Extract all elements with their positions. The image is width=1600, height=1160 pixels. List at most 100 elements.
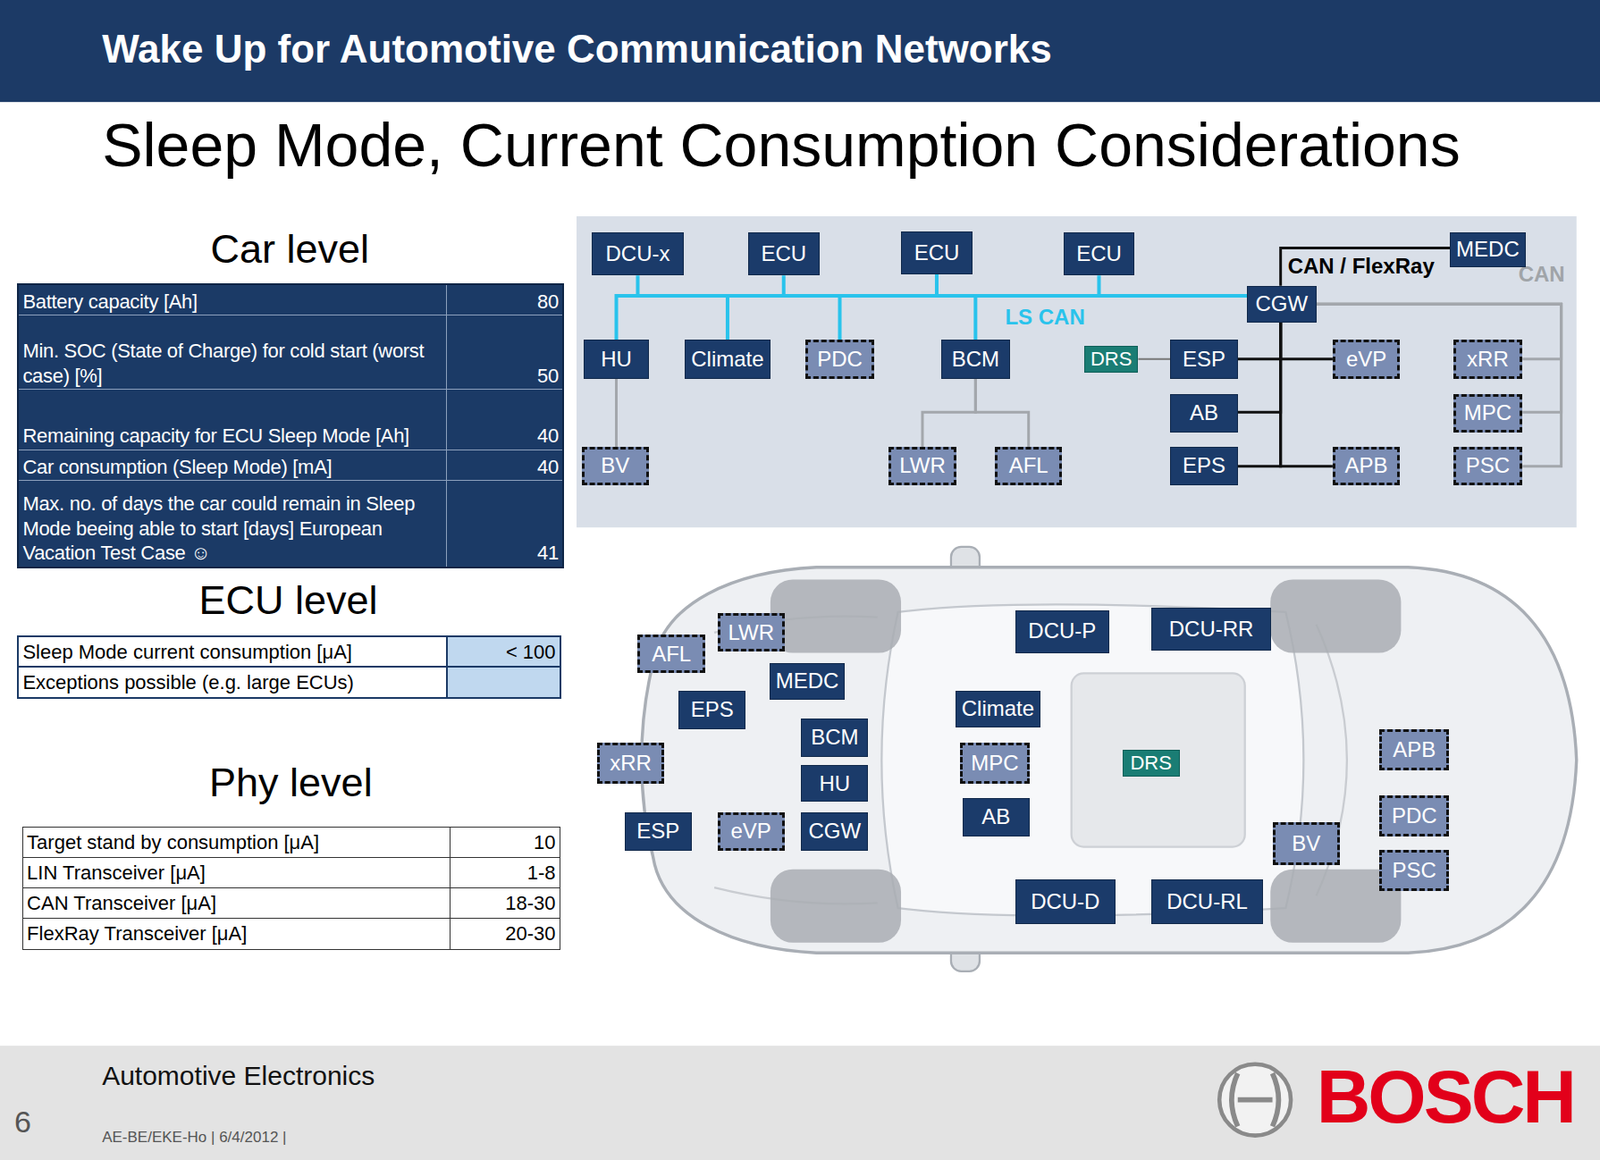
table-text: 1-8 xyxy=(527,861,556,885)
ecu-box: MEDC xyxy=(769,663,846,700)
ecu-box: xRR xyxy=(597,742,665,784)
ecu-name: MPC xyxy=(970,751,1019,775)
ecu-name: eVP xyxy=(1346,347,1387,371)
sunroof xyxy=(1071,673,1246,847)
ecu-box: LWR xyxy=(717,613,785,652)
table-cell xyxy=(446,666,561,698)
bus-label: CAN / FlexRay xyxy=(1288,253,1435,279)
bus-connector xyxy=(936,274,1247,296)
ecu-name: DCU-x xyxy=(605,242,670,266)
table-row: CAN Transceiver [μA] 18-30 xyxy=(23,888,560,919)
bus-connector xyxy=(975,295,1247,340)
table-row: Target stand by consumption [μA] 10 xyxy=(23,826,560,858)
table-text: 20-30 xyxy=(505,922,556,945)
ecu-name: BV xyxy=(600,454,630,478)
bus-connector xyxy=(727,295,1247,340)
bus-connector xyxy=(1137,358,1171,361)
ecu-name: ECU xyxy=(914,241,960,265)
ecu-box: PDC xyxy=(1379,795,1449,837)
table-row: Battery capacity [Ah] 80 xyxy=(17,284,564,315)
bus-connector xyxy=(783,275,1247,296)
ecu-box: EPS xyxy=(678,690,746,730)
ecu-box: DCU-x xyxy=(591,232,684,276)
table-row: Exceptions possible (e.g. large ECUs) xyxy=(17,666,560,698)
table-text: LIN Transceiver [μA] xyxy=(26,861,206,885)
table-text: 40 xyxy=(537,455,559,479)
ecu-name: LWR xyxy=(899,454,946,478)
ecu-box: AFL xyxy=(994,446,1062,486)
table-cell: 41 xyxy=(446,480,564,568)
table-row: Car consumption (Sleep Mode) [mA] 40 xyxy=(17,449,564,480)
ecu-box: Climate xyxy=(684,339,770,379)
table-cell: Max. no. of days the car could remain in… xyxy=(17,480,447,568)
ecu-box: DCU-D xyxy=(1015,879,1116,925)
ecu-name: PSC xyxy=(1465,454,1510,478)
ecu-box: xRR xyxy=(1453,339,1524,379)
bus-connector xyxy=(1098,275,1247,296)
ecu-name: PSC xyxy=(1392,858,1437,883)
ecu-name: ECU xyxy=(760,242,807,266)
ecu-name: AFL xyxy=(1009,454,1049,478)
table-text: 18-30 xyxy=(505,892,556,915)
bus-connector xyxy=(1237,322,1281,467)
table-text: Exceptions possible (e.g. large ECUs) xyxy=(22,671,354,694)
wheel xyxy=(1270,579,1401,653)
table-text: 50 xyxy=(537,364,559,388)
table-cell: 50 xyxy=(446,315,564,390)
table-cell: 18-30 xyxy=(450,888,560,919)
ecu-box: BV xyxy=(1272,822,1340,866)
bus-connector xyxy=(637,275,1247,296)
ecu-box: DCU-RR xyxy=(1151,607,1272,651)
table-heading: ECU level xyxy=(16,577,559,624)
ecu-box: CGW xyxy=(800,812,868,851)
table-text: < 100 xyxy=(505,640,556,664)
ecu-name: MPC xyxy=(1464,401,1512,425)
wheel xyxy=(770,579,902,653)
car-body xyxy=(641,567,1577,954)
table-row: Remaining capacity for ECU Sleep Mode [A… xyxy=(17,389,564,450)
ecu-box: BCM xyxy=(800,718,868,758)
bus-connector xyxy=(975,378,1028,447)
table-text: Target stand by consumption [μA] xyxy=(26,831,320,854)
header-bar xyxy=(0,0,1600,102)
ecu-box: DCU-RL xyxy=(1151,879,1264,925)
table-cell: CAN Transceiver [μA] xyxy=(23,888,451,919)
bus-connector xyxy=(1280,322,1333,360)
bus-label: LS CAN xyxy=(1004,304,1085,330)
wheel xyxy=(770,869,902,944)
table-cell: Battery capacity [Ah] xyxy=(17,284,447,315)
ecu-name: LWR xyxy=(727,621,775,645)
ecu-name: HU xyxy=(600,347,632,371)
ecu-name: MEDC xyxy=(775,669,840,693)
ecu-box: DRS xyxy=(1084,345,1138,373)
brand-logo: BOSCH xyxy=(1316,1059,1575,1135)
ecu-name: DCU-RL xyxy=(1166,890,1248,914)
table-text: FlexRay Transceiver [μA] xyxy=(26,922,247,945)
table-row: Sleep Mode current consumption [μA]< 100 xyxy=(17,636,560,667)
logo-armature xyxy=(1231,1073,1280,1127)
table-cell: 80 xyxy=(446,284,564,315)
ecu-name: ECU xyxy=(1076,242,1122,266)
table-heading: Phy level xyxy=(22,759,559,807)
ecu-name: DRS xyxy=(1129,752,1171,775)
table-cell: FlexRay Transceiver [μA] xyxy=(23,918,451,950)
ecu-name: CGW xyxy=(808,819,861,843)
data-table: Sleep Mode current consumption [μA]< 100… xyxy=(16,635,561,699)
table-text: Battery capacity [Ah] xyxy=(22,290,197,313)
ecu-box: ECU xyxy=(1063,232,1136,276)
table-cell: Exceptions possible (e.g. large ECUs) xyxy=(17,666,447,698)
table-text: 41 xyxy=(537,541,559,565)
bus-connector xyxy=(1316,303,1562,413)
footer-text: Automotive Electronics xyxy=(101,1061,375,1093)
table-cell: Remaining capacity for ECU Sleep Mode [A… xyxy=(17,389,447,450)
footer-text: AE-BE/EKE-Ho | 6/4/2012 | xyxy=(101,1128,287,1147)
ecu-name: EPS xyxy=(1182,454,1226,478)
ecu-name: BCM xyxy=(810,725,859,750)
table-cell: Car consumption (Sleep Mode) [mA] xyxy=(17,449,447,480)
table-cell: 20-30 xyxy=(450,918,560,950)
table-text: 10 xyxy=(533,831,556,854)
ecu-name: PDC xyxy=(1391,804,1438,828)
ecu-box: eVP xyxy=(1332,339,1400,379)
bus-connector xyxy=(1237,322,1281,413)
